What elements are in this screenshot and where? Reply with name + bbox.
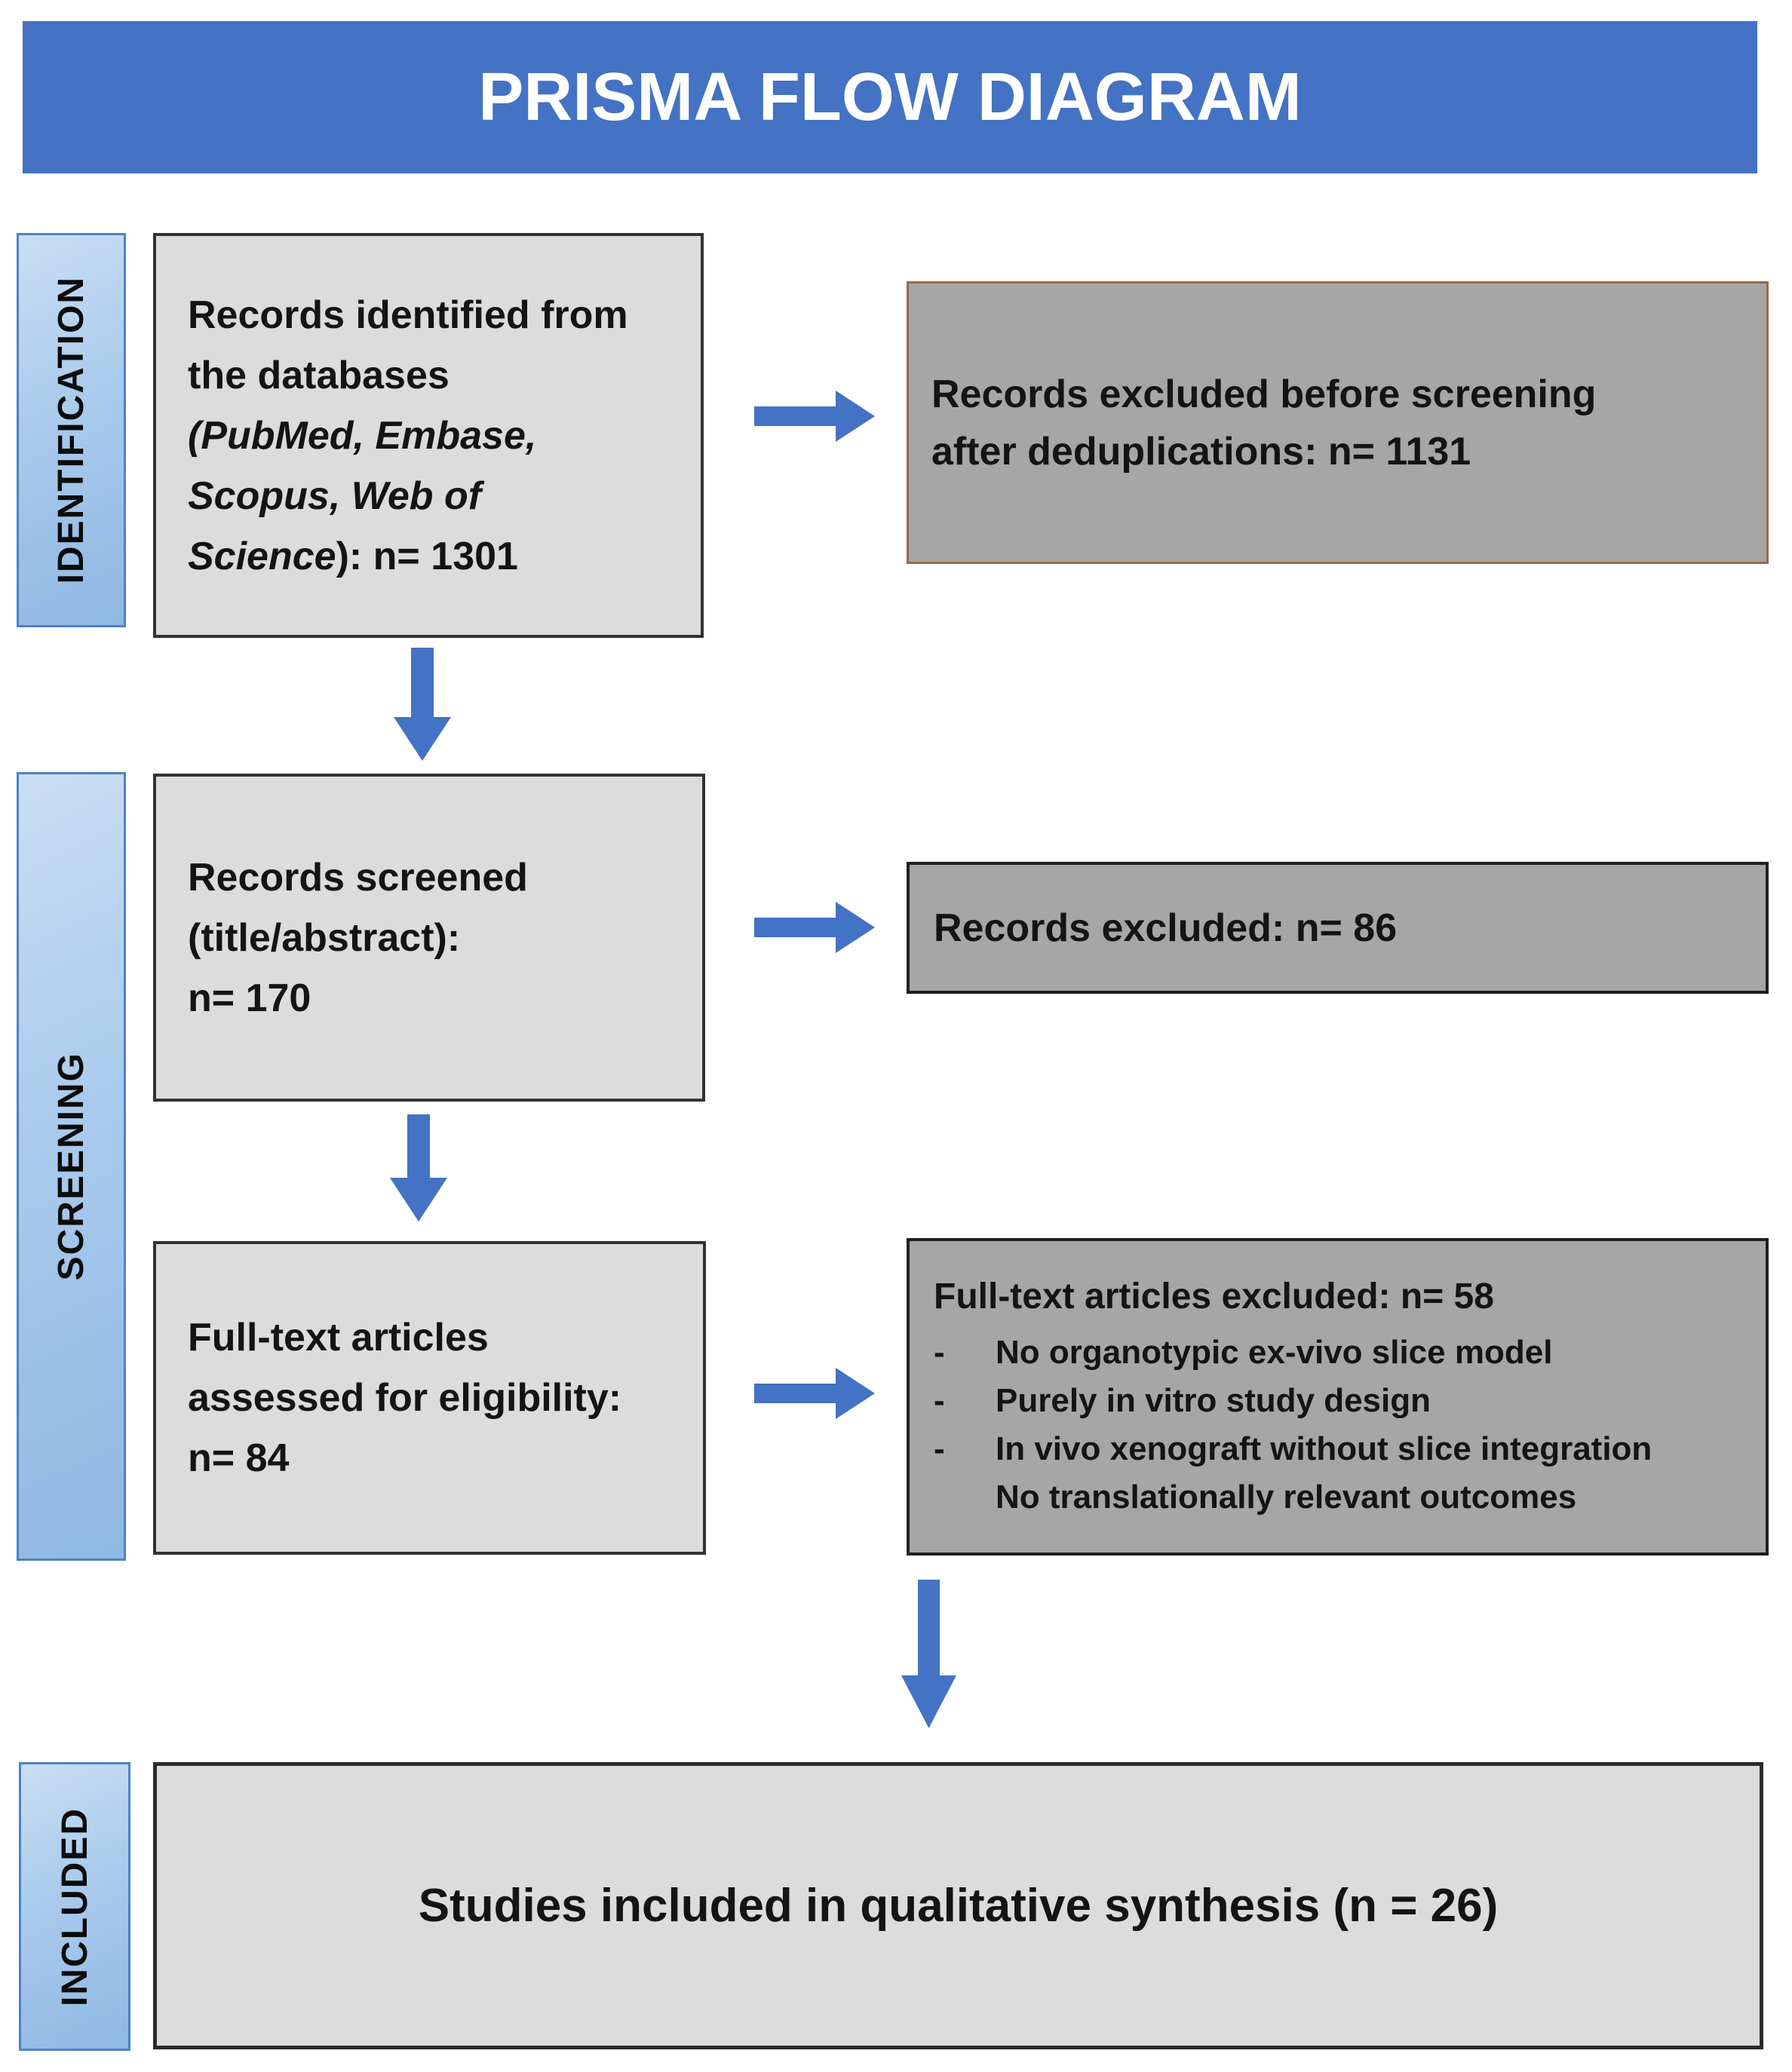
stage-label-screening: SCREENING <box>51 1052 91 1281</box>
page-title: PRISMA FLOW DIAGRAM <box>478 59 1302 135</box>
records-screened-line: (title/abstract): <box>188 915 461 960</box>
box-records-screened: Records screened (title/abstract): n= 17… <box>153 774 705 1102</box>
stage-label-identification: IDENTIFICATION <box>51 276 91 584</box>
stage-bar-identification: IDENTIFICATION <box>17 233 126 627</box>
arrow-down-icon <box>394 648 451 761</box>
bullet-text: No organotypic ex-vivo slice model <box>996 1333 1553 1371</box>
stage-bar-included: INCLUDED <box>19 1762 130 2051</box>
bullet-dash: - <box>934 1430 945 1467</box>
records-identified-line: (PubMed, Embase, <box>188 413 537 458</box>
fulltext-assessed-line: assessed for eligibility: <box>188 1376 622 1420</box>
arrow-right-icon <box>754 386 875 446</box>
bullet-dash <box>934 1473 996 1522</box>
records-identified-line: Scopus, Web of <box>188 474 482 518</box>
fulltext-excluded-bullet: - In vivo xenograft without slice integr… <box>934 1425 1766 1473</box>
box-excluded-before-screening: Records excluded before screening after … <box>907 281 1769 564</box>
box-fulltext-assessed: Full-text articles assessed for eligibil… <box>153 1241 706 1555</box>
excluded-before-line: after deduplications: n= 1131 <box>931 429 1471 474</box>
arrow-down-icon <box>390 1114 447 1221</box>
records-screened-line: n= 170 <box>188 976 311 1020</box>
records-identified-line: Records identified from <box>188 293 628 337</box>
fulltext-excluded-heading: Full-text articles excluded: n= 58 <box>934 1276 1494 1316</box>
records-identified-line: the databases <box>188 353 450 397</box>
fulltext-excluded-bullet: - Purely in vitro study design <box>934 1377 1766 1425</box>
bullet-dash: - <box>934 1381 945 1419</box>
fulltext-excluded-bullet: No translationally relevant outcomes <box>934 1473 1766 1522</box>
box-records-excluded: Records excluded: n= 86 <box>907 862 1769 994</box>
title-bar: PRISMA FLOW DIAGRAM <box>23 21 1757 173</box>
box-fulltext-excluded: Full-text articles excluded: n= 58 - No … <box>907 1238 1769 1556</box>
fulltext-assessed-line: Full-text articles <box>188 1316 489 1359</box>
stage-bar-screening: SCREENING <box>17 772 126 1561</box>
fulltext-assessed-line: n= 84 <box>188 1436 290 1480</box>
records-screened-line: Records screened <box>188 855 528 900</box>
box-studies-included: Studies included in qualitative synthesi… <box>153 1762 1763 2049</box>
bullet-text: In vivo xenograft without slice integrat… <box>996 1430 1652 1467</box>
studies-included-line: Studies included in qualitative synthesi… <box>418 1879 1499 1932</box>
excluded-before-line: Records excluded before screening <box>931 372 1597 416</box>
arrow-down-icon <box>901 1580 956 1728</box>
fulltext-excluded-bullet: - No organotypic ex-vivo slice model <box>934 1329 1766 1377</box>
arrow-right-icon <box>754 897 875 958</box>
bullet-text: Purely in vitro study design <box>996 1381 1431 1419</box>
box-records-identified: Records identified from the databases (P… <box>153 233 704 638</box>
stage-label-included: INCLUDED <box>54 1807 95 2006</box>
bullet-text: No translationally relevant outcomes <box>996 1478 1577 1516</box>
records-excluded-line: Records excluded: n= 86 <box>934 906 1398 950</box>
arrow-right-icon <box>754 1363 875 1424</box>
records-identified-line: Science): n= 1301 <box>188 534 518 578</box>
bullet-dash: - <box>934 1333 945 1371</box>
